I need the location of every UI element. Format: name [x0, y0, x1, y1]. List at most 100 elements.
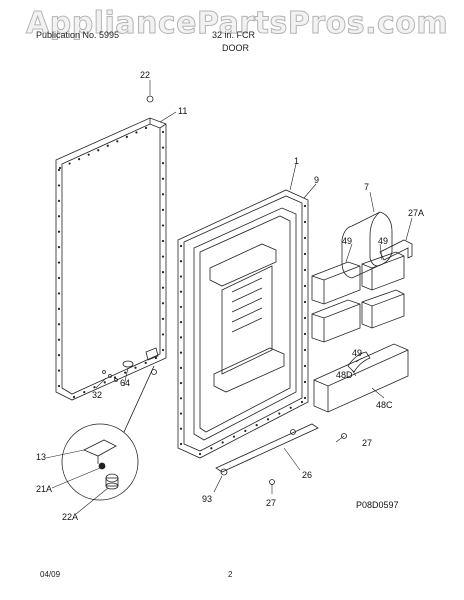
screw-hole — [300, 400, 304, 404]
callout-13: 13 — [36, 452, 46, 462]
screw-hole — [303, 204, 307, 208]
screw-hole — [87, 153, 90, 156]
screw-hole — [210, 447, 213, 450]
screw-hole — [179, 290, 183, 293]
screw-hole — [144, 361, 147, 364]
screw-hole — [303, 364, 307, 368]
screw-hole — [57, 246, 61, 249]
screw-hole — [58, 166, 62, 170]
screw-hole — [179, 442, 183, 446]
screw-hole — [57, 307, 61, 310]
screw-hole — [303, 396, 307, 400]
screw-hole — [179, 412, 183, 415]
screw-hole — [57, 338, 61, 341]
screw-hole — [289, 406, 292, 409]
screw-hole — [113, 376, 117, 379]
screw-part — [102, 95, 347, 485]
screw-hole — [198, 452, 202, 456]
screw-hole — [266, 418, 270, 421]
screw-hole — [106, 144, 109, 147]
screw-hole — [161, 302, 165, 305]
screw-hole — [179, 397, 183, 400]
leader-lines — [45, 80, 413, 515]
screw-hole — [303, 348, 307, 352]
callout-48d: 48D — [336, 370, 353, 380]
screw-hole — [116, 140, 119, 143]
publication-number: Publication No. 5995 — [36, 30, 120, 40]
screw-hole — [303, 268, 307, 272]
model-label: 32 in. FCR — [212, 30, 256, 40]
screw-hole — [179, 336, 183, 339]
screw-hole — [144, 126, 148, 130]
figure-id: P08D0597 — [356, 500, 399, 510]
screw-hole — [179, 427, 183, 430]
footer-date: 04/09 — [40, 570, 61, 579]
callout-32: 32 — [92, 390, 102, 400]
door-bin-part — [311, 251, 405, 343]
bracket-part — [379, 239, 413, 261]
screw-hole — [57, 184, 61, 187]
screw-hole — [179, 381, 183, 385]
screw-hole — [161, 146, 165, 149]
page-number: 2 — [228, 570, 233, 579]
callout-1: 1 — [294, 156, 299, 166]
screw-hole — [57, 369, 61, 372]
screw-hole — [161, 162, 165, 165]
callout-27a: 27A — [408, 208, 424, 218]
section-title: DOOR — [222, 43, 249, 53]
screw-hole — [244, 429, 247, 432]
screw-hole — [57, 276, 61, 280]
screw-hole — [161, 193, 165, 196]
screw-hole — [303, 236, 307, 240]
callout-26: 26 — [302, 470, 312, 480]
screw-hole — [57, 215, 61, 218]
screw-hole — [303, 316, 307, 320]
screw-hole — [124, 371, 127, 374]
screw-hole — [255, 424, 258, 427]
screw-hole — [93, 386, 96, 389]
screw-hole — [161, 130, 165, 134]
screw-hole — [303, 380, 307, 384]
large-bin-part — [313, 343, 409, 413]
screw-hole — [135, 131, 138, 134]
screw-hole — [161, 177, 165, 180]
screw-hole — [83, 391, 86, 394]
screw-hole — [57, 230, 61, 233]
screw-hole — [179, 260, 183, 263]
callout-49-bottom: 49 — [352, 348, 362, 358]
callout-7: 7 — [364, 182, 369, 192]
screw-hole — [57, 168, 61, 172]
screw-hole — [68, 162, 71, 165]
screw-hole — [161, 208, 165, 211]
callout-22a: 22A — [62, 512, 78, 522]
watermark-logo: AppliancePartsPros.com — [26, 6, 449, 42]
screw-hole — [303, 332, 307, 336]
callout-22: 22 — [140, 70, 150, 80]
callout-49-right: 49 — [378, 236, 388, 246]
callout-93: 93 — [202, 494, 212, 504]
screw-hole — [57, 354, 61, 357]
screw-hole — [161, 286, 165, 289]
inner-panel-part — [55, 117, 167, 401]
screw-hole — [179, 275, 183, 278]
screw-hole — [179, 244, 183, 248]
screw-hole — [179, 351, 183, 354]
callout-9: 9 — [314, 175, 319, 185]
callout-11: 11 — [178, 106, 187, 116]
callout-27-right: 27 — [362, 438, 372, 448]
screw-hole — [278, 412, 281, 415]
screw-hole — [57, 384, 61, 388]
screw-hole — [232, 435, 236, 438]
callout-64: 64 — [120, 378, 130, 388]
screw-hole — [179, 366, 183, 369]
detail-view — [61, 365, 155, 501]
screw-hole — [78, 158, 81, 161]
screw-hole — [161, 255, 165, 258]
screw-hole — [57, 323, 61, 326]
screw-hole — [57, 292, 61, 295]
trim-strip-part — [215, 423, 319, 473]
screw-hole — [179, 321, 183, 324]
screw-hole — [161, 271, 165, 274]
screw-hole — [179, 305, 183, 309]
